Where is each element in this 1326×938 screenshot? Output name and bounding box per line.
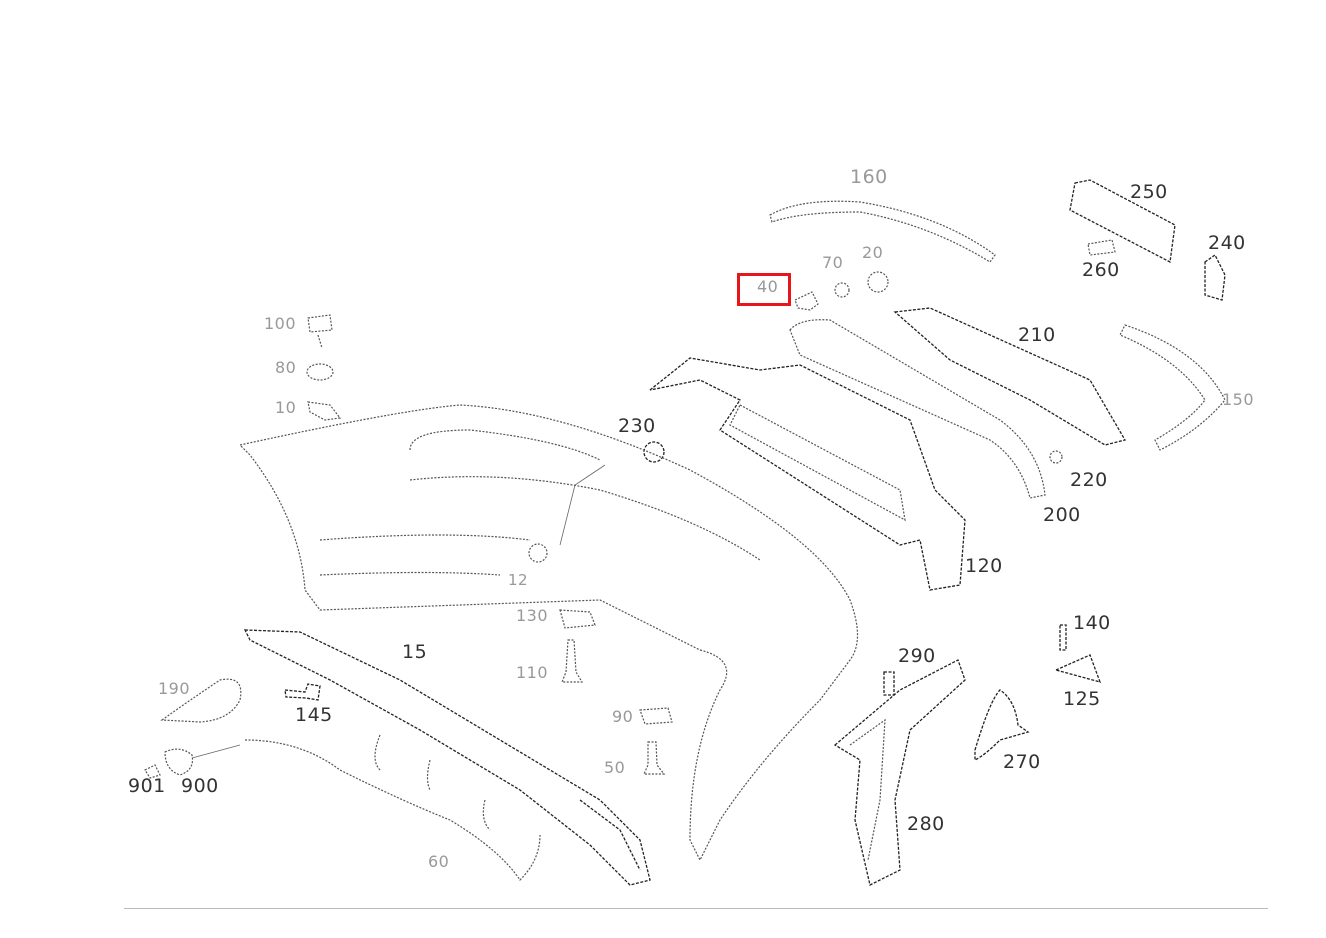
callout-120[interactable]: 120 (965, 555, 1003, 577)
callout-260[interactable]: 260 (1082, 259, 1120, 281)
part-140 (1059, 624, 1067, 651)
callout-15[interactable]: 15 (402, 641, 428, 663)
callout-290[interactable]: 290 (898, 645, 936, 667)
part-160 (769, 200, 996, 263)
callout-240[interactable]: 240 (1208, 232, 1246, 254)
part-280 (833, 659, 966, 886)
part-130 (559, 609, 596, 629)
callout-150[interactable]: 150 (1222, 390, 1255, 409)
callout-20[interactable]: 20 (862, 243, 884, 262)
part-80 (306, 363, 334, 381)
callout-210[interactable]: 210 (1018, 324, 1056, 346)
part-290 (883, 671, 895, 696)
part-120 (649, 357, 966, 591)
callout-250[interactable]: 250 (1130, 181, 1168, 203)
part-145 (284, 683, 321, 701)
callout-40[interactable]: 40 (757, 277, 779, 296)
part-60 (244, 734, 541, 881)
part-20 (867, 271, 889, 293)
part-250 (1069, 179, 1176, 264)
part-50 (643, 741, 666, 775)
callout-190[interactable]: 190 (158, 679, 191, 698)
callout-280[interactable]: 280 (907, 813, 945, 835)
callout-125[interactable]: 125 (1063, 688, 1101, 710)
part-15 (243, 629, 651, 886)
highlight-box (737, 273, 791, 306)
callout-90[interactable]: 90 (612, 707, 634, 726)
callout-70[interactable]: 70 (822, 253, 844, 272)
callout-12[interactable]: 12 (508, 571, 529, 589)
part-100 (307, 314, 333, 349)
callout-270[interactable]: 270 (1003, 751, 1041, 773)
part-260 (1087, 239, 1116, 256)
callout-220[interactable]: 220 (1070, 469, 1108, 491)
callout-80[interactable]: 80 (275, 358, 297, 377)
part-125 (1054, 654, 1102, 683)
callout-50[interactable]: 50 (604, 758, 626, 777)
callout-145[interactable]: 145 (295, 704, 333, 726)
callout-130[interactable]: 130 (516, 606, 549, 625)
callout-230[interactable]: 230 (618, 415, 656, 437)
part-900 (164, 748, 194, 776)
callout-110[interactable]: 110 (516, 663, 549, 682)
callout-100[interactable]: 100 (264, 314, 297, 333)
part-270 (974, 689, 1030, 762)
part-150 (1119, 324, 1226, 451)
part-220 (1049, 450, 1063, 464)
part-210 (893, 307, 1126, 446)
callout-200[interactable]: 200 (1043, 504, 1081, 526)
callout-160[interactable]: 160 (850, 166, 888, 188)
part-10 (307, 401, 342, 421)
part-110 (561, 639, 584, 683)
bottom-divider (124, 908, 1268, 909)
callout-60[interactable]: 60 (428, 852, 450, 871)
callout-140[interactable]: 140 (1073, 612, 1111, 634)
callout-900[interactable]: 900 (181, 775, 219, 797)
callout-901[interactable]: 901 (128, 775, 166, 797)
part-bumper-cover (238, 404, 859, 862)
part-90 (639, 707, 673, 725)
part-70 (834, 282, 850, 298)
part-240 (1204, 254, 1226, 301)
part-190 (160, 678, 242, 723)
part-230 (643, 441, 665, 463)
part-40 (794, 291, 819, 311)
part-901 (144, 764, 161, 779)
part-200 (789, 319, 1046, 499)
callout-10[interactable]: 10 (275, 398, 297, 417)
